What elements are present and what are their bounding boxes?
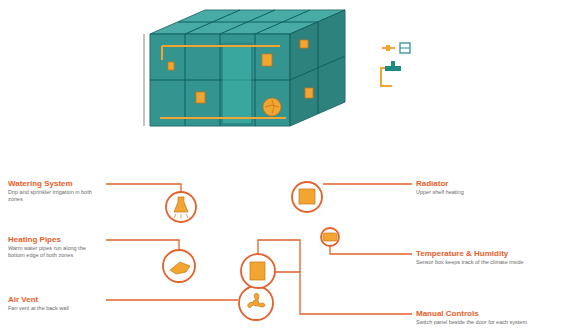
- callout-icons: [170, 189, 337, 307]
- watering-label: Watering SystemDrip and sprinkler irriga…: [8, 179, 104, 202]
- callout-heading: Radiator: [416, 179, 556, 188]
- callout-description: Fan vent at the back wall: [8, 305, 104, 312]
- callout-heading: Temperature & Humidity: [416, 249, 556, 258]
- callout-description: Switch panel beside the door for each sy…: [416, 319, 556, 326]
- greenhouse-equipment: [160, 40, 313, 118]
- sensor-label: Temperature & HumiditySensor box keeps t…: [416, 249, 556, 266]
- callout-heading: Heating Pipes: [8, 235, 104, 244]
- callout-description: Upper shelf heating: [416, 189, 556, 196]
- controls-label: Manual ControlsSwitch panel beside the d…: [416, 309, 556, 326]
- callout-description: Sensor box keeps track of the climate in…: [416, 259, 556, 266]
- callout-heading: Manual Controls: [416, 309, 556, 318]
- greenhouse: [144, 10, 345, 126]
- water-supply: [381, 43, 410, 86]
- callout-heading: Watering System: [8, 179, 104, 188]
- heating-label: Heating PipesWarm water pipes run along …: [8, 235, 104, 258]
- radiator-label: RadiatorUpper shelf heating: [416, 179, 556, 196]
- vent-label: Air VentFan vent at the back wall: [8, 295, 104, 312]
- callout-heading: Air Vent: [8, 295, 104, 304]
- callout-description: Drip and sprinkler irrigation in both zo…: [8, 189, 104, 202]
- callout-circles: [163, 182, 339, 320]
- callout-description: Warm water pipes run along the bottom ed…: [8, 245, 104, 258]
